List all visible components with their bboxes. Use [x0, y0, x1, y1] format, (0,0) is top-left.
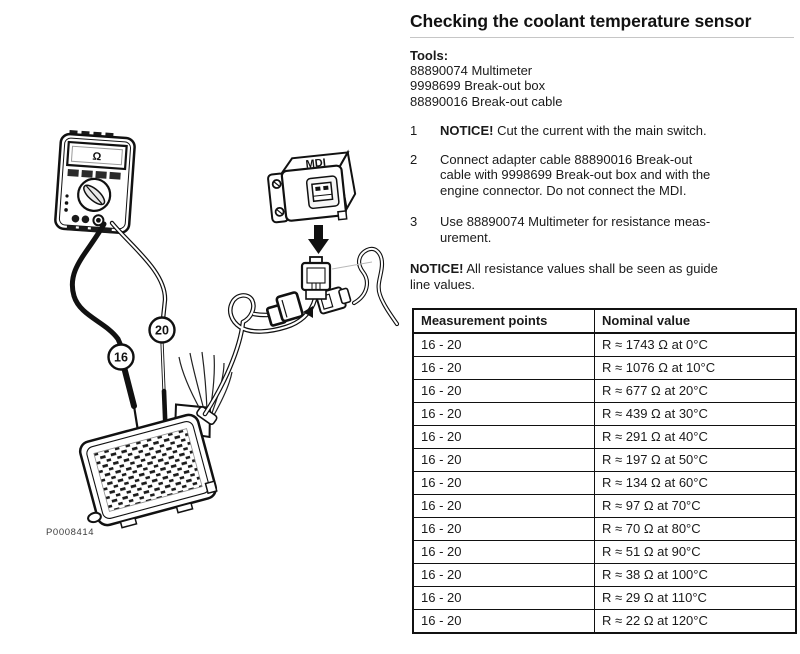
wiring-diagram-svg: Ω: [46, 130, 400, 538]
table-cell: R ≈ 291 Ω at 40°C: [594, 425, 797, 449]
table-cell: R ≈ 51 Ω at 90°C: [594, 540, 797, 564]
table-cell: 16 - 20: [412, 425, 595, 449]
black-test-lead: [69, 221, 124, 349]
tool-item: 88890074 Multimeter: [410, 63, 533, 79]
table-cell: R ≈ 134 Ω at 60°C: [594, 471, 797, 495]
figure-diagram: Ω: [18, 123, 403, 563]
tool-item: 9998699 Break-out box: [410, 78, 546, 94]
down-arrow: [308, 225, 329, 254]
table-cell: R ≈ 1743 Ω at 0°C: [594, 332, 797, 357]
table-cell: 16 - 20: [412, 563, 595, 587]
step-text: Connect adapter cable 88890016 Break-out…: [440, 151, 711, 198]
table-cell: 16 - 20: [412, 332, 595, 357]
table-cell: 16 - 20: [412, 494, 595, 518]
ohm-symbol: Ω: [92, 151, 102, 164]
step-3: 3 Use 88890074 Multimeter for resistance…: [410, 214, 766, 245]
col-measurement-points: Measurement points: [412, 308, 595, 334]
tools-section: Tools: 88890074 Multimeter 9998699 Break…: [410, 48, 770, 109]
table-cell: 16 - 20: [412, 540, 595, 564]
mdi-label: MDI: [305, 157, 326, 171]
breakout-box: [78, 403, 218, 529]
engine-harness-cable: [351, 246, 400, 327]
table-cell: 16 - 20: [412, 609, 595, 634]
breakout-cable: [202, 293, 318, 417]
step-body: Cut the current with the main switch.: [493, 123, 707, 138]
step-1: 1 NOTICE! Cut the current with the main …: [410, 123, 766, 139]
step-text: NOTICE! Cut the current with the main sw…: [440, 123, 756, 139]
table-cell: R ≈ 197 Ω at 50°C: [594, 448, 797, 472]
leader-line: [331, 261, 373, 270]
table-cell: 16 - 20: [412, 586, 595, 610]
page-title: Checking the coolant temperature sensor: [410, 11, 752, 31]
white-test-lead: [109, 220, 168, 322]
step-number: 2: [410, 151, 418, 167]
callout-20-label: 20: [155, 324, 169, 338]
table-cell: 16 - 20: [412, 379, 595, 403]
mdi-module: MDI: [267, 149, 357, 224]
table-cell: R ≈ 38 Ω at 100°C: [594, 563, 797, 587]
table-cell: 16 - 20: [412, 517, 595, 541]
table-cell: 16 - 20: [412, 448, 595, 472]
col-nominal-value: Nominal value: [594, 308, 797, 334]
notice-label: NOTICE!: [410, 261, 464, 276]
procedure-steps: 1 NOTICE! Cut the current with the main …: [410, 123, 766, 259]
step-text: Use 88890074 Multimeter for resistance m…: [440, 214, 711, 245]
notice-paragraph: NOTICE! All resistance values shall be s…: [410, 261, 766, 292]
cable-sleeve: [196, 406, 218, 426]
notice-label: NOTICE!: [440, 123, 494, 138]
table-cell: R ≈ 70 Ω at 80°C: [594, 517, 797, 541]
mdi-connector: [300, 256, 332, 300]
resistance-table: Measurement points Nominal value 16 - 20…: [412, 308, 797, 634]
callout-20: 20: [148, 316, 176, 344]
table-cell: R ≈ 1076 Ω at 10°C: [594, 356, 797, 380]
table-header-row: Measurement points Nominal value: [412, 308, 797, 334]
table-cell: R ≈ 439 Ω at 30°C: [594, 402, 797, 426]
multimeter: Ω: [54, 130, 136, 235]
table-cell: 16 - 20: [412, 471, 595, 495]
table-cell: 16 - 20: [412, 402, 595, 426]
table-cell: 16 - 20: [412, 356, 595, 380]
connect-arrow: [303, 306, 313, 318]
step-2: 2 Connect adapter cable 88890016 Break-o…: [410, 152, 766, 199]
tool-item: 88890016 Break-out cable: [410, 93, 563, 109]
figure-caption: P0008414: [46, 527, 94, 538]
step-number: 1: [410, 123, 418, 138]
frayed-wires: [178, 351, 233, 416]
multimeter-display: Ω: [66, 140, 128, 171]
table-cell: R ≈ 677 Ω at 20°C: [594, 379, 797, 403]
callout-16-label: 16: [114, 351, 128, 365]
title-divider: [410, 37, 794, 38]
table-cell: R ≈ 97 Ω at 70°C: [594, 494, 797, 518]
table-cell: R ≈ 29 Ω at 110°C: [594, 586, 797, 610]
breakout-cable-connector: [265, 291, 304, 327]
step-number: 3: [410, 214, 418, 230]
tools-heading: Tools:: [410, 48, 449, 63]
table-cell: R ≈ 22 Ω at 120°C: [594, 609, 797, 634]
notice-body: All resistance values shall be seen as g…: [410, 261, 718, 292]
callout-16: 16: [107, 343, 135, 371]
